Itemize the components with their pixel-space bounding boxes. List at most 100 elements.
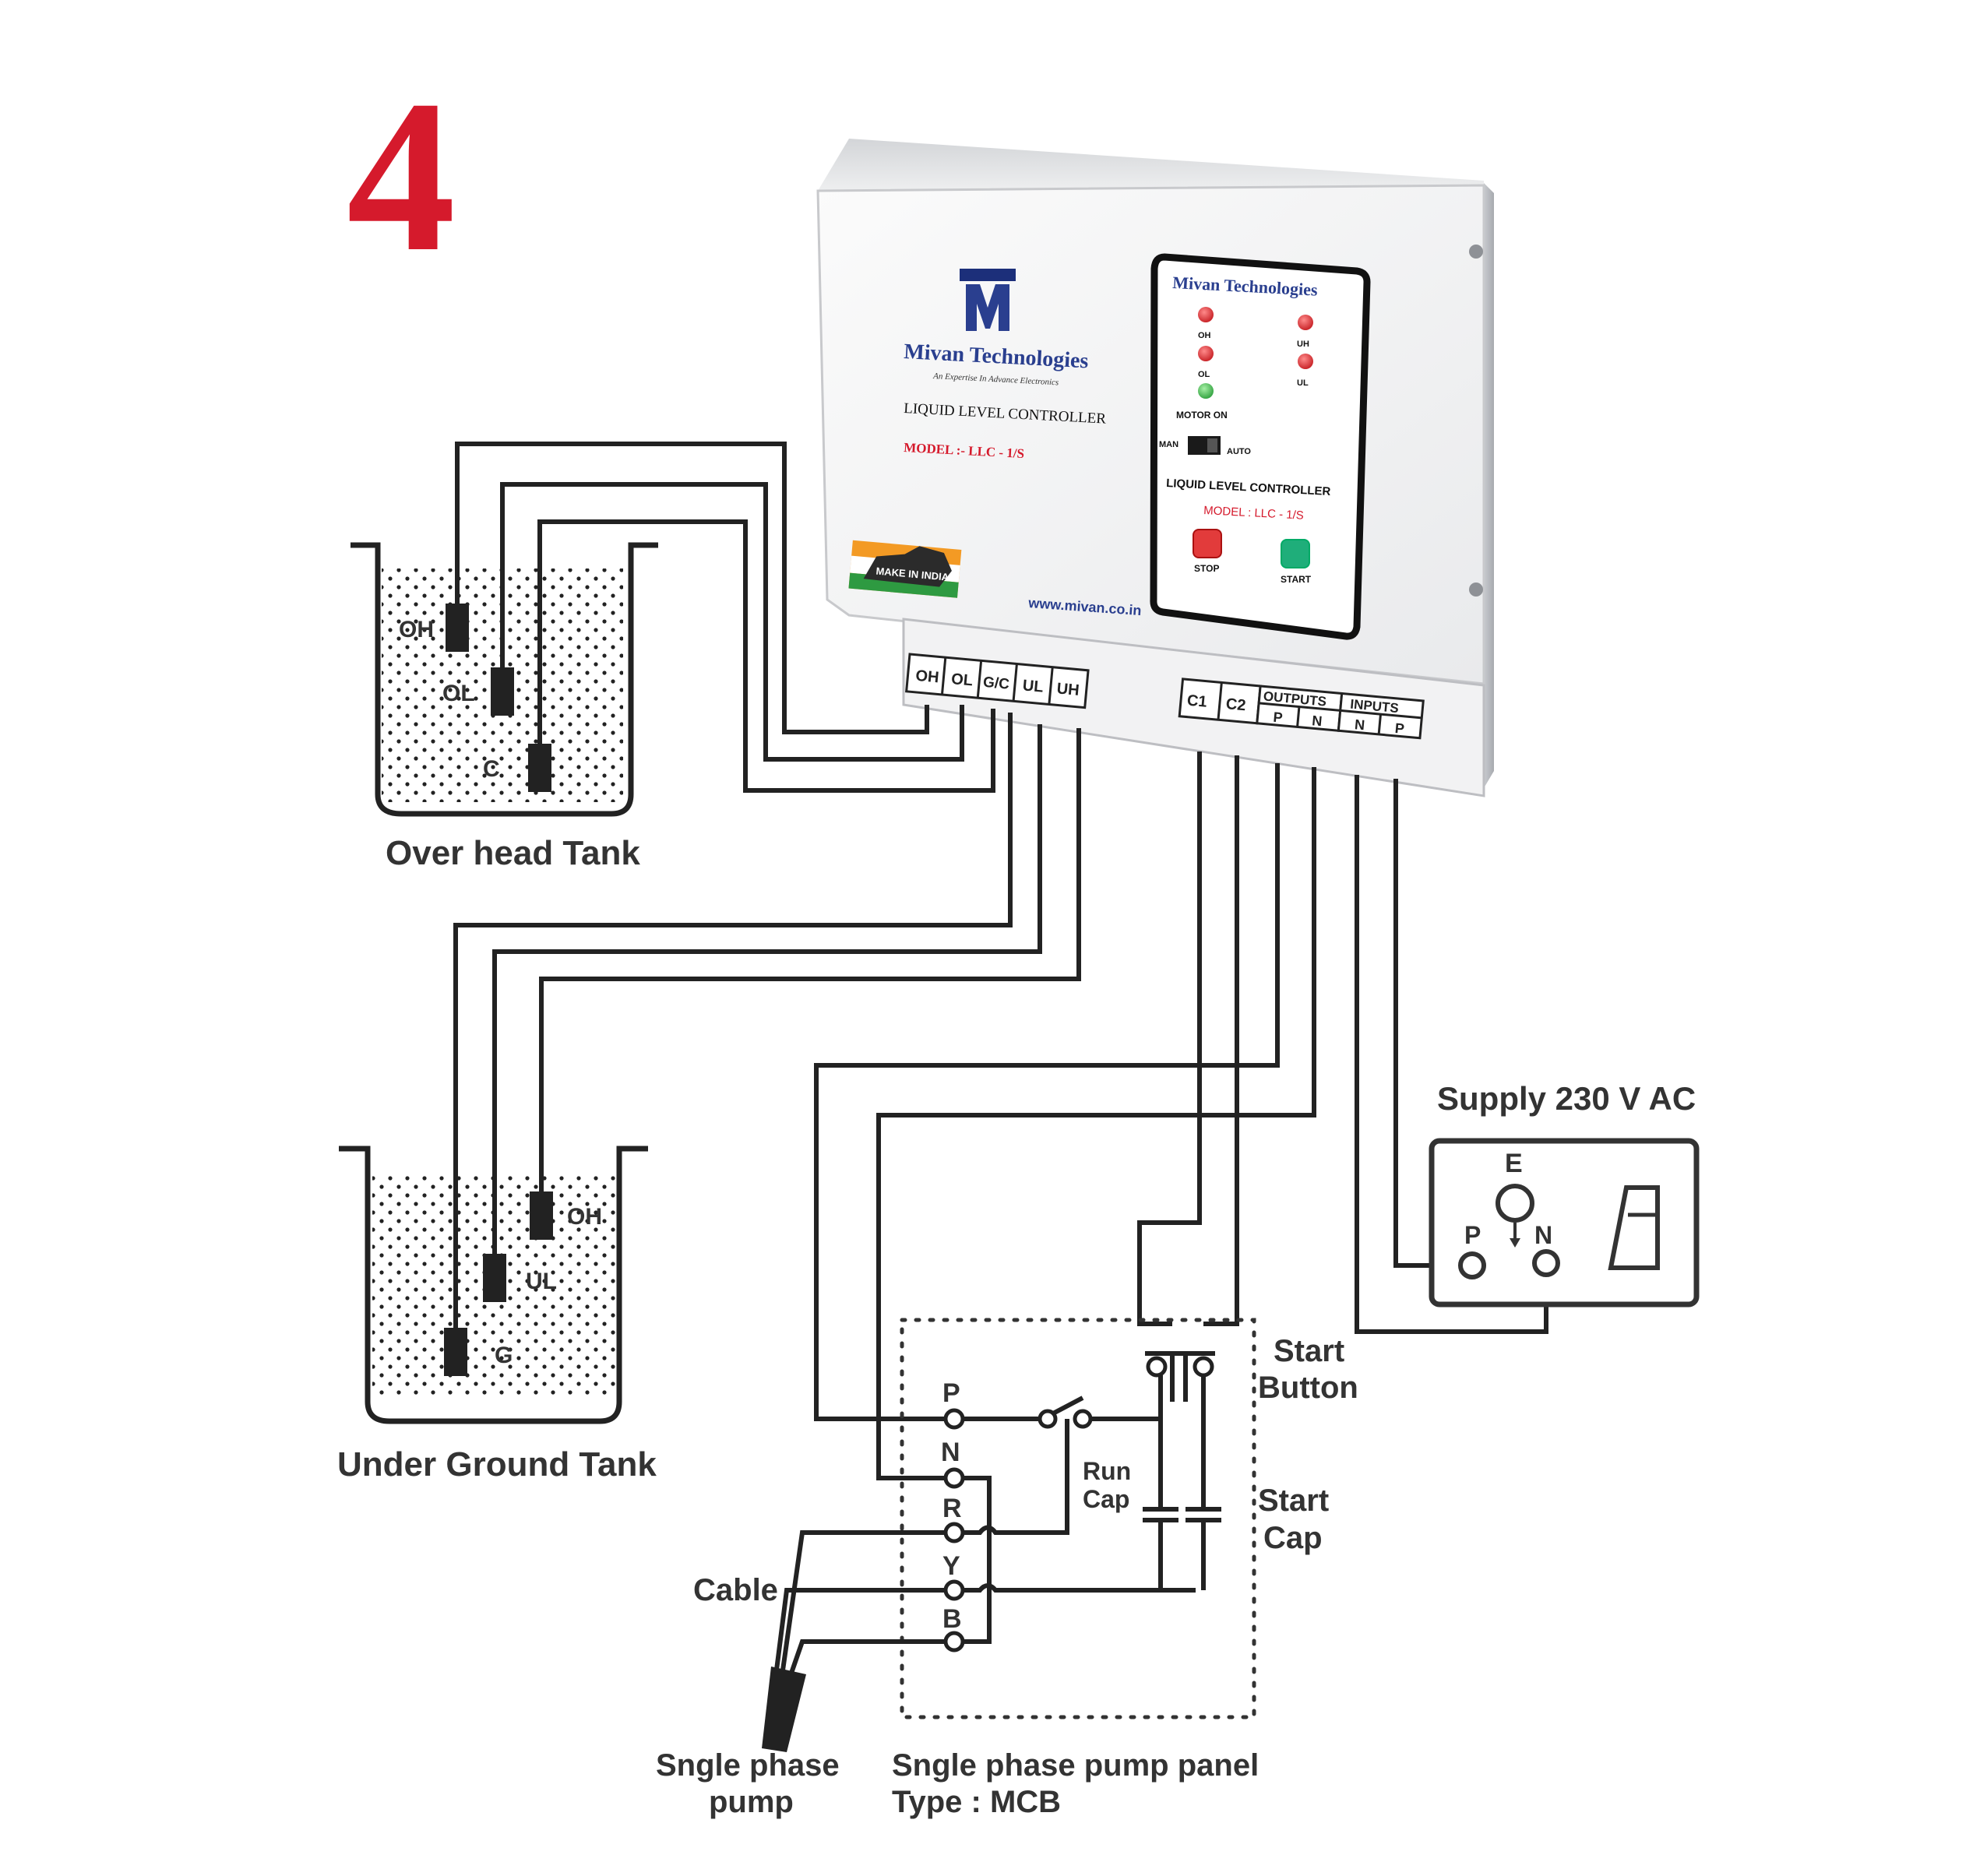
svg-text:MAN: MAN <box>1159 440 1178 449</box>
probe-oh <box>530 1191 553 1240</box>
box-top <box>818 139 1484 191</box>
wire-ol <box>500 482 964 762</box>
probe-ol <box>491 667 514 716</box>
wire-output-p <box>814 763 1280 1421</box>
pump-label-r: R <box>942 1494 962 1523</box>
pump-label-p: P <box>942 1378 960 1408</box>
svg-text:UL: UL <box>1297 378 1309 388</box>
pump-panel-type: Type : MCB <box>892 1785 1061 1819</box>
supply-p: P <box>1464 1221 1481 1249</box>
liquid-level-controller-box: Mivan Technologies An Expertise In Advan… <box>816 139 1494 797</box>
pump-terminal-r <box>943 1522 965 1543</box>
overhead-label-ol: OL <box>442 681 475 706</box>
svg-text:OL: OL <box>1198 370 1210 379</box>
screw <box>1469 583 1483 597</box>
pump-label-line2: pump <box>709 1785 794 1819</box>
terminal-c1: C1 <box>1186 692 1207 711</box>
mivan-logo-icon <box>960 269 1016 331</box>
terminal-ul: UL <box>1022 677 1045 695</box>
wire-ul <box>492 724 1042 1254</box>
box-side <box>1484 183 1494 788</box>
probe-wiring <box>453 442 1081 1328</box>
wire-output-n <box>876 767 1316 1480</box>
wire-oh <box>455 442 929 734</box>
stop-button[interactable] <box>1193 529 1222 558</box>
pump-terminal-y <box>943 1579 965 1601</box>
probe-g <box>444 1328 467 1376</box>
probe-ul <box>483 1254 506 1302</box>
pump-label-y: Y <box>942 1551 960 1581</box>
svg-text:STOP: STOP <box>1194 563 1219 574</box>
terminal-oh: OH <box>915 667 940 687</box>
cable-label: Cable <box>693 1573 778 1607</box>
mcb-switch-icon <box>1052 1396 1084 1416</box>
terminal-strip: OH OL G/C UL UH C1 C2 OUTPUTS P N INPUTS <box>905 653 1425 740</box>
led-ol <box>1198 346 1214 361</box>
underground-label-g: G <box>495 1343 513 1368</box>
wire-c <box>537 519 995 793</box>
wire-g <box>453 713 1013 1328</box>
neutral-pin <box>1532 1249 1560 1277</box>
start-cap-line1: Start <box>1258 1484 1329 1518</box>
supply-n: N <box>1534 1221 1552 1249</box>
overhead-tank-outline <box>351 542 658 817</box>
pump-label-b: B <box>942 1604 962 1634</box>
terminal-uh: UH <box>1056 680 1080 699</box>
output-n: N <box>1312 713 1323 729</box>
earth-pin <box>1496 1184 1534 1223</box>
pump-panel-title: Sngle phase pump panel <box>892 1748 1259 1783</box>
wire-uh <box>539 728 1081 1191</box>
led-ul <box>1298 354 1313 369</box>
mcb-contact <box>1073 1409 1093 1429</box>
wire-c1 <box>1137 751 1202 1326</box>
pump-cable: Cable Sngle phase pump <box>656 1530 946 1819</box>
start-button-line1: Start <box>1274 1334 1344 1368</box>
screw <box>1469 245 1483 259</box>
input-n: N <box>1354 716 1365 733</box>
underground-label-oh: OH <box>567 1204 602 1230</box>
probe-c <box>528 744 551 792</box>
probe-oh <box>446 604 469 652</box>
pump-panel: P N R Y B Run Cap Start Button Sta <box>892 1318 1358 1819</box>
svg-text:START: START <box>1281 574 1312 585</box>
switch-toggle <box>1207 438 1217 452</box>
underground-tank-outline <box>339 1146 648 1424</box>
run-cap-line2: Cap <box>1083 1485 1129 1513</box>
mcb-contact <box>1038 1409 1058 1429</box>
underground-tank-title: Under Ground Tank <box>337 1445 657 1484</box>
start-button[interactable] <box>1281 539 1310 568</box>
figure-number: 4 <box>347 55 456 297</box>
lion-icon <box>863 546 952 587</box>
svg-text:OH: OH <box>1198 331 1211 340</box>
make-in-india-badge: MAKE IN INDIA <box>848 540 962 598</box>
terminal-gc: G/C <box>982 674 1010 693</box>
led-motor-on <box>1198 383 1214 399</box>
start-button-line2: Button <box>1258 1371 1358 1405</box>
pump-label-line1: Sngle phase <box>656 1748 840 1783</box>
led-uh <box>1298 315 1313 330</box>
overhead-label-c: C <box>483 756 500 782</box>
start-button-contact <box>1146 1356 1168 1378</box>
start-button-contact <box>1193 1356 1214 1378</box>
pump-panel-boundary <box>900 1318 1256 1719</box>
supply-title: Supply 230 V AC <box>1437 1080 1696 1117</box>
phase-pin <box>1458 1251 1486 1279</box>
panel-model: MODEL : LLC - 1/S <box>1203 504 1304 523</box>
terminal-ol: OL <box>950 671 974 689</box>
overhead-tank-title: Over head Tank <box>386 834 640 872</box>
socket-switch-icon <box>1608 1185 1660 1270</box>
svg-text:MOTOR ON: MOTOR ON <box>1176 410 1228 421</box>
svg-text:AUTO: AUTO <box>1227 447 1251 456</box>
supply-socket: Supply 230 V AC E P N <box>1429 1080 1700 1308</box>
terminal-c2: C2 <box>1225 695 1246 714</box>
start-cap-line2: Cap <box>1263 1521 1323 1555</box>
pump-label-n: N <box>941 1438 960 1467</box>
pump-terminal-p <box>943 1408 965 1430</box>
run-cap-line1: Run <box>1083 1457 1131 1485</box>
pump-terminal-b <box>943 1631 965 1652</box>
output-p: P <box>1273 709 1284 726</box>
pump-terminal-n <box>943 1467 965 1489</box>
single-phase-pump-icon <box>762 1667 806 1752</box>
